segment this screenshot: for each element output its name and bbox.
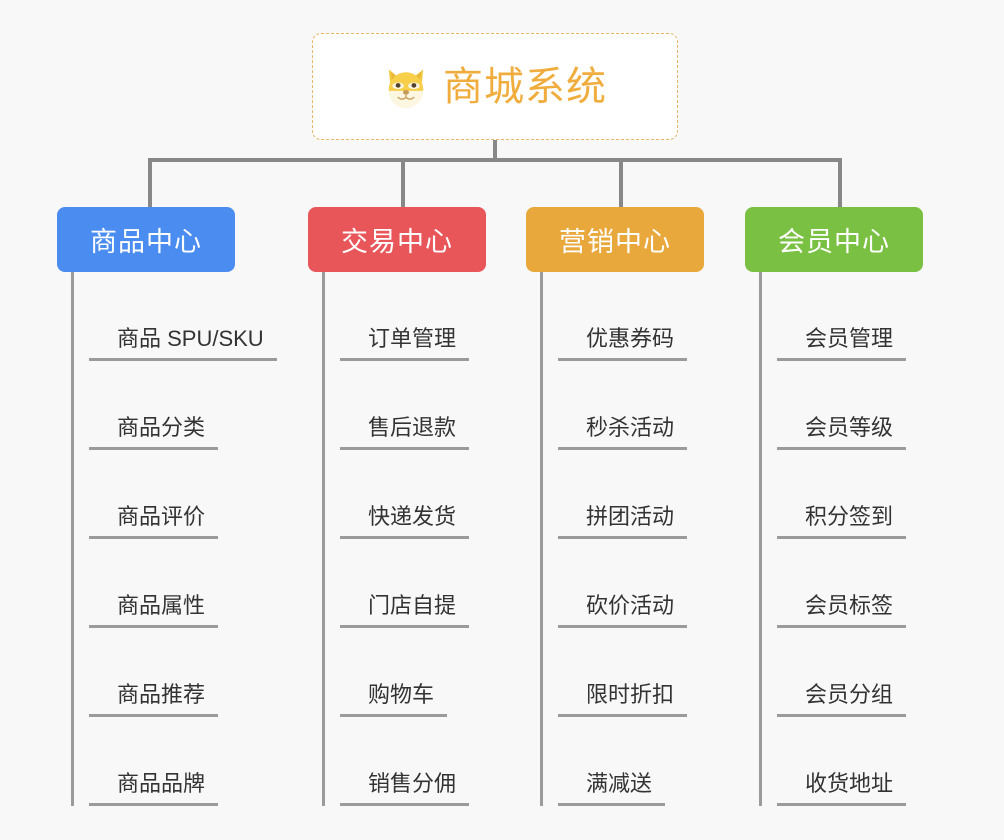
list-item[interactable]: 售后退款 bbox=[340, 361, 552, 450]
connector-horizontal-bar bbox=[148, 158, 842, 162]
list-item[interactable]: 销售分佣 bbox=[340, 717, 552, 806]
leaf-label: 商品评价 bbox=[117, 503, 206, 529]
category-header-label: 营销中心 bbox=[559, 227, 671, 257]
list-item[interactable]: 秒杀活动 bbox=[558, 361, 770, 450]
leaf-list-trade: 订单管理 售后退款 快递发货 门店自提 购物车 销售分佣 bbox=[322, 272, 552, 806]
list-item[interactable]: 商品属性 bbox=[89, 539, 301, 628]
leaf-label: 商品推荐 bbox=[117, 681, 206, 707]
list-item[interactable]: 会员等级 bbox=[777, 361, 989, 450]
list-item[interactable]: 快递发货 bbox=[340, 450, 552, 539]
category-column-product: 商品中心 商品 SPU/SKU 商品分类 商品评价 商品属性 商品推荐 商品品牌 bbox=[57, 207, 301, 806]
list-item[interactable]: 限时折扣 bbox=[558, 628, 770, 717]
list-item[interactable]: 会员分组 bbox=[777, 628, 989, 717]
list-item[interactable]: 商品评价 bbox=[89, 450, 301, 539]
list-item[interactable]: 优惠券码 bbox=[558, 272, 770, 361]
leaf-label: 拼团活动 bbox=[586, 503, 675, 529]
root-node[interactable]: 商城系统 bbox=[312, 33, 678, 140]
category-column-trade: 交易中心 订单管理 售后退款 快递发货 门店自提 购物车 销售分佣 bbox=[308, 207, 552, 806]
leaf-label: 积分签到 bbox=[805, 503, 894, 529]
leaf-label: 商品品牌 bbox=[117, 770, 206, 796]
leaf-list-marketing: 优惠券码 秒杀活动 拼团活动 砍价活动 限时折扣 满减送 bbox=[540, 272, 770, 806]
leaf-label: 砍价活动 bbox=[586, 592, 675, 618]
leaf-label: 快递发货 bbox=[368, 503, 457, 529]
leaf-label: 销售分佣 bbox=[368, 770, 457, 796]
list-item[interactable]: 拼团活动 bbox=[558, 450, 770, 539]
list-item[interactable]: 满减送 bbox=[558, 717, 770, 806]
connector-drop-2 bbox=[401, 158, 405, 207]
category-header-marketing[interactable]: 营销中心 bbox=[526, 207, 704, 272]
list-item[interactable]: 商品 SPU/SKU bbox=[89, 272, 301, 361]
leaf-label: 门店自提 bbox=[368, 592, 457, 618]
leaf-label: 限时折扣 bbox=[586, 681, 675, 707]
leaf-label: 购物车 bbox=[368, 681, 435, 707]
category-column-marketing: 营销中心 优惠券码 秒杀活动 拼团活动 砍价活动 限时折扣 满减送 bbox=[526, 207, 770, 806]
leaf-label: 会员管理 bbox=[805, 325, 894, 351]
category-header-label: 商品中心 bbox=[90, 227, 202, 257]
category-column-member: 会员中心 会员管理 会员等级 积分签到 会员标签 会员分组 收货地址 bbox=[745, 207, 989, 806]
leaf-label: 订单管理 bbox=[368, 325, 457, 351]
list-item[interactable]: 收货地址 bbox=[777, 717, 989, 806]
category-header-trade[interactable]: 交易中心 bbox=[308, 207, 486, 272]
list-item[interactable]: 会员标签 bbox=[777, 539, 989, 628]
category-header-label: 会员中心 bbox=[778, 227, 890, 257]
leaf-label: 会员标签 bbox=[805, 592, 894, 618]
list-item[interactable]: 砍价活动 bbox=[558, 539, 770, 628]
leaf-list-product: 商品 SPU/SKU 商品分类 商品评价 商品属性 商品推荐 商品品牌 bbox=[71, 272, 301, 806]
connector-root-stem bbox=[493, 140, 497, 162]
connector-drop-3 bbox=[619, 158, 623, 207]
list-item[interactable]: 购物车 bbox=[340, 628, 552, 717]
connector-drop-1 bbox=[148, 158, 152, 207]
leaf-label: 商品 SPU/SKU bbox=[117, 325, 264, 351]
list-item[interactable]: 积分签到 bbox=[777, 450, 989, 539]
list-item[interactable]: 商品分类 bbox=[89, 361, 301, 450]
list-item[interactable]: 商品品牌 bbox=[89, 717, 301, 806]
root-label: 商城系统 bbox=[443, 64, 607, 109]
shiba-dog-face-icon bbox=[388, 68, 424, 108]
list-item[interactable]: 会员管理 bbox=[777, 272, 989, 361]
leaf-label: 会员等级 bbox=[805, 414, 894, 440]
list-item[interactable]: 商品推荐 bbox=[89, 628, 301, 717]
category-header-label: 交易中心 bbox=[341, 227, 453, 257]
leaf-label: 秒杀活动 bbox=[586, 414, 675, 440]
list-item[interactable]: 订单管理 bbox=[340, 272, 552, 361]
category-header-product[interactable]: 商品中心 bbox=[57, 207, 235, 272]
connector-drop-4 bbox=[838, 158, 842, 207]
leaf-list-member: 会员管理 会员等级 积分签到 会员标签 会员分组 收货地址 bbox=[759, 272, 989, 806]
leaf-label: 优惠券码 bbox=[586, 325, 675, 351]
leaf-label: 商品属性 bbox=[117, 592, 206, 618]
category-header-member[interactable]: 会员中心 bbox=[745, 207, 923, 272]
list-item[interactable]: 门店自提 bbox=[340, 539, 552, 628]
leaf-label: 满减送 bbox=[586, 770, 653, 796]
leaf-label: 售后退款 bbox=[368, 414, 457, 440]
leaf-label: 收货地址 bbox=[805, 770, 894, 796]
leaf-label: 会员分组 bbox=[805, 681, 894, 707]
leaf-label: 商品分类 bbox=[117, 414, 206, 440]
